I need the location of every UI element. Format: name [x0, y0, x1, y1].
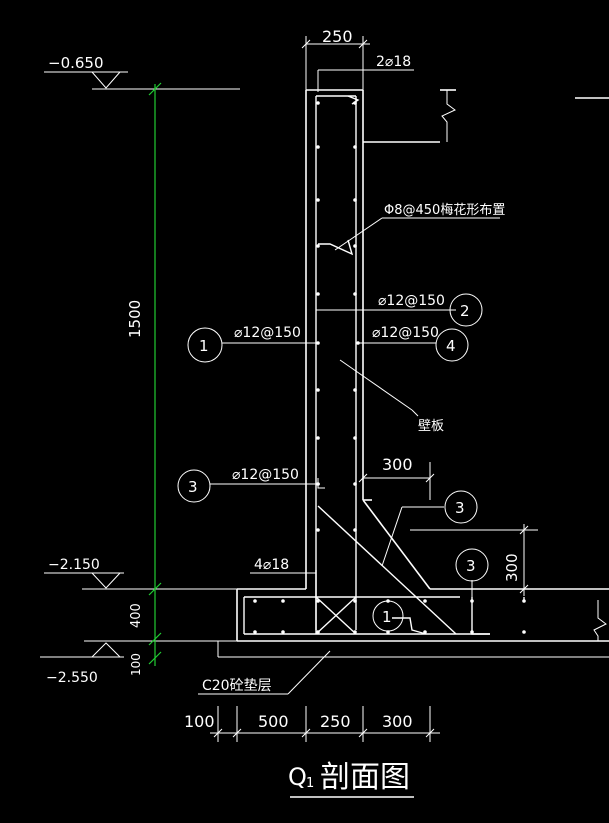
- bar-1-callout-footing: 1: [372, 600, 404, 632]
- dim-bottom-300: 300: [382, 712, 413, 731]
- elevation-mark-bottom: −2.550: [40, 640, 240, 686]
- bar-4-label: ⌀12@150: [372, 325, 439, 341]
- elevation-mark-top: −0.650: [44, 54, 240, 90]
- title-mark: Q: [288, 763, 307, 791]
- dim-bottom-250: 250: [320, 712, 351, 731]
- wall-rebar-dots: [316, 101, 360, 532]
- bar-1-label: ⌀12@150: [234, 325, 301, 341]
- dim-bottom-100: 100: [184, 712, 215, 731]
- title-subscript: 1: [306, 776, 314, 791]
- bubble-3-middle: 3: [455, 499, 465, 517]
- dim-bottom-500: 500: [258, 712, 289, 731]
- wall-outline: [305, 89, 609, 590]
- bubble-3-right: 3: [466, 557, 476, 575]
- elevation-mid-label: −2.150: [48, 557, 100, 573]
- footing-bars-callout: 4⌀18: [250, 557, 317, 590]
- bar-3-callout-left: 3 ⌀12@150: [177, 467, 320, 503]
- tie-bar-callout: Φ8@450梅花形布置: [334, 202, 505, 251]
- dim-wall-thickness: 250: [301, 27, 370, 90]
- dim-haunch-height-300: 300: [503, 553, 521, 582]
- bar-4-callout: ⌀12@150 4: [358, 325, 469, 362]
- dim-height-1500: 1500: [126, 300, 144, 338]
- wall-panel-callout: 壁板: [339, 359, 444, 434]
- wall-panel-label: 壁板: [418, 419, 444, 434]
- bar-3-callout-right: 3: [455, 548, 489, 600]
- haunch-width-dim: 300: [358, 455, 435, 500]
- bubble-1-footing: 1: [382, 608, 392, 626]
- vertical-dimension-chain: 1500 400 100: [126, 82, 162, 676]
- tie-bar-label: Φ8@450梅花形布置: [384, 202, 505, 218]
- bar-3-label: ⌀12@150: [232, 467, 299, 483]
- drawing-title: Q 1 剖面图: [288, 760, 414, 798]
- bubble-2: 2: [460, 302, 470, 320]
- bar-3-callout-middle: 3: [381, 490, 478, 567]
- footing-rebar: [243, 478, 525, 635]
- elevation-bottom-label: −2.550: [46, 670, 98, 686]
- top-bars-label: 2⌀18: [376, 54, 411, 70]
- top-bars-callout: 2⌀18: [317, 54, 414, 92]
- dim-haunch-300: 300: [382, 455, 413, 474]
- bubble-1: 1: [199, 337, 209, 355]
- footing-bars-label: 4⌀18: [254, 557, 289, 573]
- bar-2-callout: ⌀12@150 2: [316, 293, 483, 327]
- bubble-3-left: 3: [188, 478, 198, 496]
- cushion-label: C20砼垫层: [202, 678, 272, 694]
- title-text: 剖面图: [320, 760, 410, 795]
- bubble-4: 4: [446, 337, 456, 355]
- bottom-dimension-chain: 100 500 250 300: [184, 706, 440, 742]
- dim-250-top: 250: [322, 27, 353, 46]
- dim-footing-400: 400: [129, 603, 144, 628]
- footing-rebar-dots: [253, 599, 526, 634]
- cushion-callout: C20砼垫层: [198, 650, 331, 695]
- elevation-top-label: −0.650: [48, 54, 104, 72]
- footing: [217, 588, 609, 658]
- wall-rebar: [315, 95, 360, 630]
- bar-1-callout: 1 ⌀12@150: [187, 325, 318, 363]
- haunch-height-dim: 300: [410, 524, 538, 596]
- bar-2-label: ⌀12@150: [378, 293, 445, 309]
- dim-cushion-100: 100: [129, 653, 143, 676]
